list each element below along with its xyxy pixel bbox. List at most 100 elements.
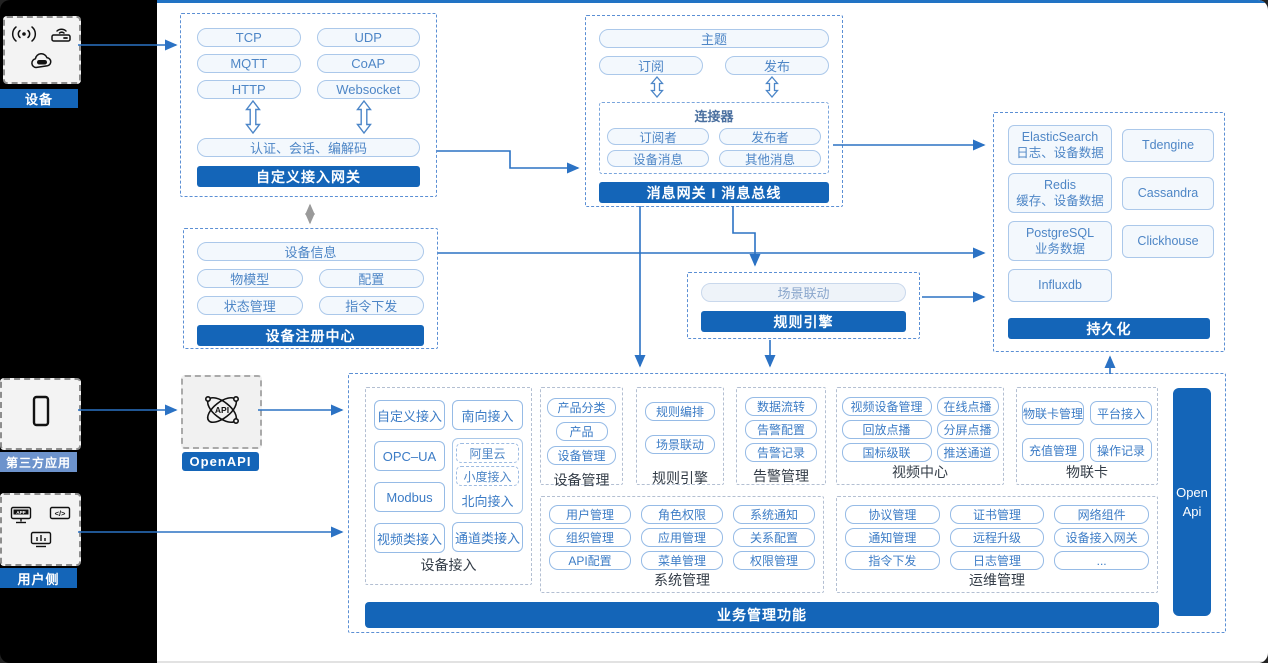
online-play-pill: 在线点播 (936, 397, 999, 416)
operation-record-pill: 操作记录 (1090, 438, 1152, 462)
user-side-source-box: APP </> (0, 493, 81, 566)
device-message-pill: 设备消息 (607, 150, 709, 167)
custom-gateway-panel: TCP UDP MQTT CoAP HTTP Websocket 认证、会话、编… (180, 13, 437, 197)
command-pill: 指令下发 (318, 296, 424, 315)
persistence-title-bar: 持久化 (1008, 318, 1210, 339)
api-atom-icon: API (198, 388, 246, 437)
open-api-side-bar: Open Api (1173, 388, 1211, 616)
app-mgmt-pill: 应用管理 (641, 528, 723, 547)
rule-engine-panel: 场景联动 规则引擎 (687, 272, 920, 339)
tdengine-pill: Tdengine (1122, 128, 1214, 162)
openapi-label: OpenAPI (182, 452, 259, 471)
message-gateway-title-bar: 消息网关 I 消息总线 (599, 182, 829, 203)
device-source-box (3, 16, 81, 84)
double-arrow-icon (356, 99, 373, 136)
influxdb-pill: Influxdb (1008, 269, 1112, 302)
product-pill: 产品 (555, 422, 608, 441)
svg-text:API: API (214, 405, 228, 415)
product-category-pill: 产品分类 (547, 398, 616, 417)
device-registry-title-bar: 设备注册中心 (197, 325, 424, 346)
broadcast-signal-icon (11, 24, 37, 49)
video-center-label: 视频中心 (892, 464, 948, 480)
system-mgmt-label: 系统管理 (654, 572, 710, 588)
system-notice-pill: 系统通知 (733, 505, 815, 524)
config-pill: 配置 (318, 269, 424, 288)
router-icon (49, 24, 73, 49)
connector-title: 连接器 (694, 109, 734, 124)
connector-group: 连接器 订阅者 发布者 设备消息 其他消息 (599, 102, 829, 174)
aliyun-pill: 阿里云 (456, 443, 519, 463)
more-pill: ... (1054, 551, 1149, 570)
relation-config-pill: 关系配置 (733, 528, 815, 547)
system-mgmt-group: 用户管理 角色权限 系统通知 组织管理 应用管理 关系配置 API配置 菜单管理… (540, 496, 824, 593)
subscriber-pill: 订阅者 (607, 128, 709, 145)
cloud-icon (28, 51, 56, 76)
rule-engine-label: 规则引擎 (652, 470, 708, 486)
svg-text:</>: </> (54, 509, 65, 518)
top-accent-line (157, 0, 1268, 3)
alarm-label: 告警管理 (753, 468, 809, 484)
protocol-pill-coap: CoAP (316, 54, 420, 73)
iot-card-mgmt-pill: 物联卡管理 (1022, 401, 1084, 425)
protocol-pill-websocket: Websocket (316, 80, 420, 99)
ops-mgmt-group: 协议管理 证书管理 网络组件 通知管理 远程升级 设备接入网关 指令下发 日志管… (836, 496, 1158, 593)
protocol-pill-tcp: TCP (197, 28, 301, 47)
publisher-pill: 发布者 (719, 128, 821, 145)
bottom-edge-line (157, 661, 1268, 663)
device-access-group: 自定义接入 OPC–UA Modbus 视频类接入 南向接入 阿里云 小度接入 … (365, 387, 532, 585)
thing-model-pill: 物模型 (197, 269, 303, 288)
menu-mgmt-pill: 菜单管理 (641, 551, 723, 570)
device-mgmt-group: 产品分类 产品 设备管理 设备管理 (540, 387, 623, 488)
subscribe-pill: 订阅 (599, 56, 703, 75)
svg-text:APP: APP (17, 510, 26, 515)
clickhouse-pill: Clickhouse (1122, 224, 1214, 258)
protocol-mgmt-pill: 协议管理 (845, 505, 940, 524)
user-side-label: 用户侧 (0, 568, 77, 588)
gb-cascade-pill: 国标级联 (841, 443, 932, 462)
permission-mgmt-pill: 权限管理 (733, 551, 815, 570)
alarm-group: 数据流转 告警配置 告警记录 告警管理 (736, 387, 826, 485)
iot-card-group: 物联卡管理 平台接入 充值管理 操作记录 物联卡 (1016, 387, 1158, 485)
cert-mgmt-pill: 证书管理 (949, 505, 1045, 524)
channel-access-pill: 通道类接入 (452, 522, 523, 552)
openapi-node-box: API (181, 375, 262, 449)
northbound-group: 阿里云 小度接入 北向接入 (452, 438, 523, 514)
scene-linkage-pill2: 场景联动 (645, 435, 715, 454)
network-component-pill: 网络组件 (1054, 505, 1149, 524)
alarm-config-pill: 告警配置 (745, 420, 817, 439)
protocol-pill-udp: UDP (316, 28, 420, 47)
rule-engine-group: 规则编排 场景联动 规则引擎 (636, 387, 724, 486)
rule-engine-title-bar: 规则引擎 (701, 311, 906, 332)
data-flow-pill: 数据流转 (745, 397, 817, 416)
app-window-icon: APP (10, 506, 32, 529)
cassandra-pill: Cassandra (1122, 176, 1214, 210)
push-channel-pill: 推送通道 (936, 443, 999, 462)
xiaodu-pill: 小度接入 (456, 466, 519, 486)
ops-mgmt-label: 运维管理 (969, 572, 1025, 588)
video-center-group: 视频设备管理 在线点播 回放点播 分屏点播 国标级联 推送通道 视频中心 (836, 387, 1004, 485)
double-arrow-icon (244, 99, 261, 136)
opcua-pill: OPC–UA (374, 441, 445, 471)
code-window-icon: </> (49, 506, 71, 529)
message-gateway-panel: 主题 订阅 发布 连接器 订阅者 发布者 设备消息 其他消息 消息网关 I 消息… (585, 15, 843, 207)
custom-access-pill: 自定义接入 (374, 400, 445, 430)
custom-gateway-title-bar: 自定义接入网关 (197, 166, 420, 187)
device-access-label: 设备接入 (420, 557, 477, 573)
device-access-gateway-pill: 设备接入网关 (1054, 528, 1149, 547)
protocol-pill-mqtt: MQTT (197, 54, 301, 73)
session-pill: 认证、会话、编解码 (197, 138, 420, 157)
command-issue-pill: 指令下发 (845, 551, 940, 570)
modbus-pill: Modbus (374, 482, 445, 512)
device-mgmt-label: 设备管理 (553, 472, 610, 488)
device-mgmt-pill: 设备管理 (547, 446, 616, 465)
device-label: 设备 (0, 89, 78, 108)
video-device-mgmt-pill: 视频设备管理 (841, 397, 932, 416)
publish-pill: 发布 (725, 56, 829, 75)
device-registry-panel: 设备信息 物模型 配置 状态管理 指令下发 设备注册中心 (183, 228, 438, 349)
log-mgmt-pill: 日志管理 (949, 551, 1045, 570)
recharge-mgmt-pill: 充值管理 (1022, 438, 1084, 462)
user-mgmt-pill: 用户管理 (549, 505, 631, 524)
